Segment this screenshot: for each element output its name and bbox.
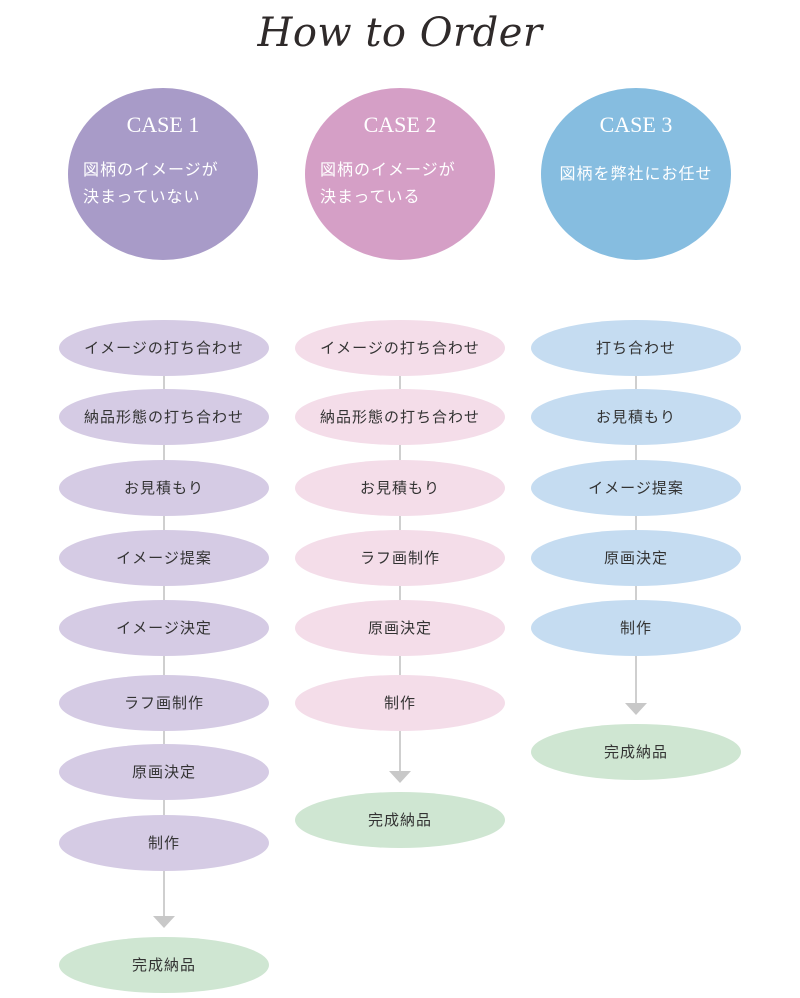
page-title: How to Order (257, 10, 543, 56)
flow-step: 制作 (295, 675, 505, 731)
flow-step: 打ち合わせ (531, 320, 741, 376)
case-1-circle: CASE 1 図柄のイメージが 決まっていない (68, 88, 258, 260)
case-label: CASE 1 (126, 112, 200, 137)
case-label: CASE 3 (599, 112, 673, 137)
flow-step: イメージ提案 (59, 530, 269, 586)
case-description: 図柄のイメージが 決まっている (320, 156, 480, 210)
case-description-line: 図柄のイメージが (83, 160, 219, 179)
flow-step: お見積もり (295, 460, 505, 516)
connector-line (635, 348, 637, 703)
flow-step: お見積もり (531, 389, 741, 445)
case-description-line: 決まっていない (83, 187, 201, 206)
flow-step: 原画決定 (59, 744, 269, 800)
flow-step: ラフ画制作 (59, 675, 269, 731)
flow-step: 原画決定 (531, 530, 741, 586)
flow-step: イメージの打ち合わせ (59, 320, 269, 376)
arrow-down-icon (389, 771, 411, 783)
case-description-line: 図柄のイメージが (320, 160, 456, 179)
case-label: CASE 2 (363, 112, 437, 137)
case-description: 図柄のイメージが 決まっていない (83, 156, 243, 210)
case-2-circle: CASE 2 図柄のイメージが 決まっている (305, 88, 495, 260)
case-description-line: 決まっている (320, 187, 421, 206)
flow-step: ラフ画制作 (295, 530, 505, 586)
flow-final-step: 完成納品 (295, 792, 505, 848)
flow-step: イメージ提案 (531, 460, 741, 516)
arrow-down-icon (625, 703, 647, 715)
flow-step: 原画決定 (295, 600, 505, 656)
flow-step: 納品形態の打ち合わせ (59, 389, 269, 445)
case-description: 図柄を弊社にお任せ (541, 160, 731, 187)
flow-step: 制作 (59, 815, 269, 871)
flow-step: イメージの打ち合わせ (295, 320, 505, 376)
flow-step: お見積もり (59, 460, 269, 516)
case-description-line: 図柄を弊社にお任せ (559, 164, 713, 183)
flow-step: イメージ決定 (59, 600, 269, 656)
case-3-circle: CASE 3 図柄を弊社にお任せ (541, 88, 731, 260)
flow-final-step: 完成納品 (59, 937, 269, 993)
flow-step: 制作 (531, 600, 741, 656)
flow-final-step: 完成納品 (531, 724, 741, 780)
arrow-down-icon (153, 916, 175, 928)
flow-step: 納品形態の打ち合わせ (295, 389, 505, 445)
